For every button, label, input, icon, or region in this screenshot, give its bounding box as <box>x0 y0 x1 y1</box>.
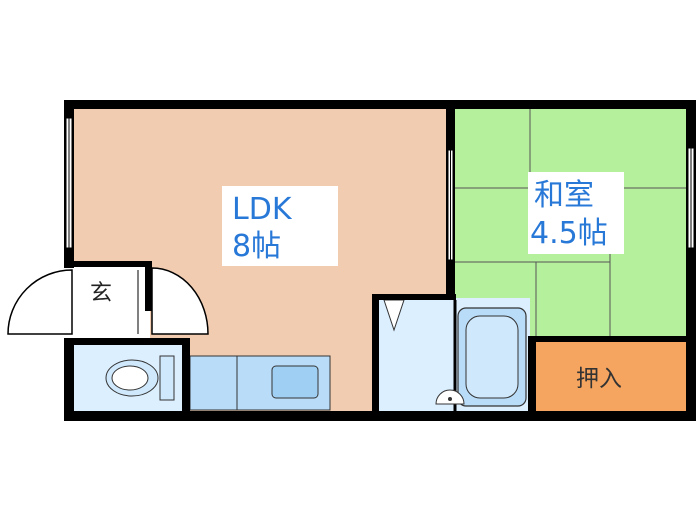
toilet-seat <box>111 365 149 391</box>
oshiire-label: 押入 <box>576 366 622 392</box>
windows <box>65 117 695 261</box>
entrance-door <box>7 267 209 335</box>
kitchen-sink <box>271 365 319 399</box>
ldk-name: LDK <box>232 192 293 227</box>
genkan-label: 玄 <box>90 281 112 306</box>
washitsu-name: 和室 <box>534 178 594 213</box>
toilet-tank <box>159 355 175 401</box>
washitsu-label-bg <box>528 172 624 254</box>
bathtub-inner <box>465 315 519 399</box>
ldk-label-bg <box>222 186 338 266</box>
washbasin-drain <box>448 397 452 401</box>
genkan-floor <box>72 265 150 345</box>
washitsu-size: 4.5帖 <box>530 216 608 251</box>
ldk-size: 8帖 <box>232 229 281 264</box>
oshiire-floor <box>536 342 688 413</box>
